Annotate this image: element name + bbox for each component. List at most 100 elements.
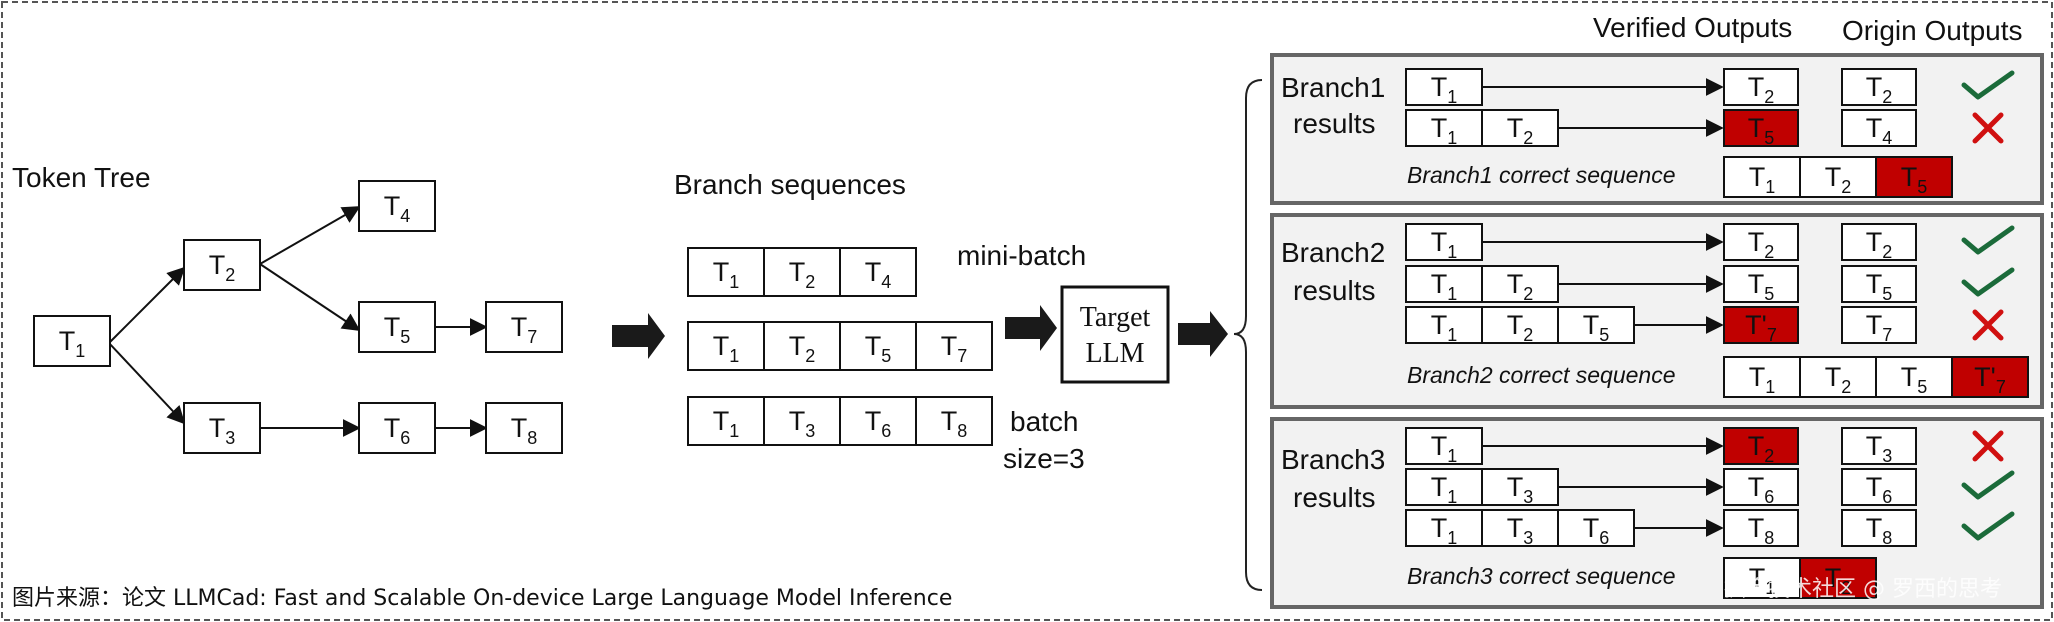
seq-row1-token: T2	[789, 257, 816, 292]
branch3-origin-token-box	[1841, 509, 1917, 547]
branch2-correct-token: T'7	[1974, 362, 2006, 397]
branch2-input-token-box	[1557, 306, 1635, 344]
branch2-correct-token-box	[1799, 356, 1877, 398]
seq-row1-token-box	[687, 247, 765, 297]
seq-row2-token: T7	[941, 331, 968, 366]
branch3-input-token: T3	[1507, 513, 1534, 548]
branch1-correct-token-box	[1875, 156, 1953, 198]
mini-batch-label: mini-batch	[957, 240, 1086, 271]
branch3-input-token: T1	[1431, 472, 1458, 507]
branch2-verified-token-box	[1723, 265, 1799, 303]
branch3-input-token-box	[1405, 468, 1483, 506]
branch1-correct-label: Branch1 correct sequence	[1407, 162, 1676, 188]
origin-outputs-header: Origin Outputs	[1842, 15, 2023, 46]
tree-node-t8-box	[485, 402, 563, 454]
seq-row3-token: T3	[789, 406, 816, 441]
branch2-origin-token-box	[1841, 265, 1917, 303]
branch2-correct-token: T5	[1901, 362, 1928, 397]
tree-node-t3-box	[183, 402, 261, 454]
branch1-verified-token-box	[1723, 109, 1799, 147]
branch2-verified-token-box	[1723, 223, 1799, 261]
target-llm-line1: Target	[1080, 302, 1151, 333]
check-icon	[1961, 470, 2015, 500]
branch3-correct-token-box	[1799, 557, 1877, 599]
branch1-input-token-box	[1481, 109, 1559, 147]
verified-outputs-header: Verified Outputs	[1593, 12, 1792, 43]
branch2-verified-token: T2	[1748, 227, 1775, 262]
check-icon	[1961, 225, 2015, 255]
branch1-origin-token-box	[1841, 68, 1917, 106]
branch3-verified-token: T6	[1748, 472, 1775, 507]
token-tree-title: Token Tree	[12, 162, 151, 193]
branch2-correct-token: T1	[1749, 362, 1776, 397]
seq-row2-token-box	[763, 321, 841, 371]
branch3-label: Branch3	[1281, 444, 1385, 475]
branch3-verified-token-box	[1723, 468, 1799, 506]
flow-arrow-3	[1178, 311, 1228, 357]
branch1-correct-token: T5	[1901, 162, 1928, 197]
branch1-correct-token-box	[1799, 156, 1877, 198]
branch1-verified-token-box	[1723, 68, 1799, 106]
branch3-input-token: T6	[1583, 513, 1610, 548]
branch2-input-token-box	[1481, 306, 1559, 344]
tree-node-t7-box	[485, 301, 563, 353]
seq-row1-token: T1	[713, 257, 740, 292]
branch1-input-token-box	[1405, 109, 1483, 147]
branch3-input-token: T3	[1507, 472, 1534, 507]
branch3-input-token-box	[1557, 509, 1635, 547]
branch1-origin-token: T4	[1866, 113, 1893, 148]
seq-row2-token-box	[839, 321, 917, 371]
branch3-correct-token: T1	[1749, 563, 1776, 598]
seq-row1-token: T4	[865, 257, 892, 292]
branch2-correct-token-box	[1723, 356, 1801, 398]
seq-row3-token-box	[915, 396, 993, 446]
flow-arrow-1	[612, 313, 665, 359]
target-llm-line2: LLM	[1085, 338, 1144, 369]
cross-icon	[1972, 430, 2004, 462]
branch3-verified-token: T8	[1748, 513, 1775, 548]
branch1-input-token-box	[1405, 68, 1483, 106]
branch2-input-token: T1	[1431, 227, 1458, 262]
tree-node-t2-box	[183, 239, 261, 291]
watermark: 掘金技术社区 @ 罗西的思考	[1724, 577, 2002, 602]
branch1-verified-token: T2	[1748, 72, 1775, 107]
seq-row1-token-box	[839, 247, 917, 297]
branch2-correct-label: Branch2 correct sequence	[1407, 362, 1676, 388]
branch1-origin-token: T2	[1866, 72, 1893, 107]
check-icon	[1961, 267, 2015, 297]
flow-arrow-2	[1005, 305, 1057, 351]
check-icon	[1961, 511, 2015, 541]
branch2-input-token: T2	[1507, 269, 1534, 304]
tree-node-t5-box	[358, 301, 436, 353]
seq-row3-token-box	[839, 396, 917, 446]
branch3-input-token: T1	[1431, 513, 1458, 548]
branch3-verified-token: T2	[1748, 431, 1775, 466]
cross-icon	[1972, 309, 2004, 341]
branch2-verified-token: T5	[1748, 269, 1775, 304]
branch2-input-token: T5	[1583, 310, 1610, 345]
seq-row2-token: T5	[865, 331, 892, 366]
batch-label-line2: size=3	[1003, 443, 1085, 474]
tree-node-t8: T8	[511, 413, 538, 448]
branch3-input-token: T1	[1431, 431, 1458, 466]
branch2-input-token-box	[1481, 265, 1559, 303]
branch1-input-token: T2	[1507, 113, 1534, 148]
branch3-origin-token-box	[1841, 427, 1917, 465]
tree-node-t6: T6	[384, 413, 411, 448]
branch-sequences-title: Branch sequences	[674, 169, 906, 200]
seq-row3-token: T6	[865, 406, 892, 441]
tree-node-t1-box	[33, 315, 111, 367]
branch3-verified-token-box	[1723, 509, 1799, 547]
branch3-input-token-box	[1405, 427, 1483, 465]
branch2-correct-token-box	[1951, 356, 2029, 398]
branch1-results-label: results	[1293, 108, 1375, 139]
branch1-input-token: T1	[1431, 72, 1458, 107]
branch2-results-label: results	[1293, 275, 1375, 306]
seq-row2-token: T1	[713, 331, 740, 366]
